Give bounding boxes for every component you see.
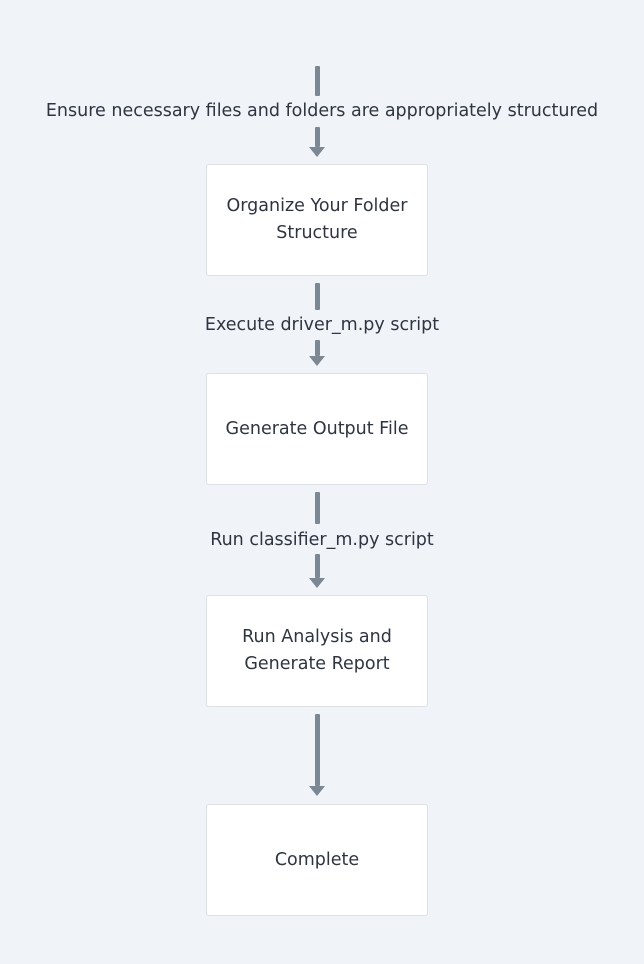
arrowhead-organize-to-output — [309, 356, 325, 366]
node-generate-output-file: Generate Output File — [206, 373, 428, 485]
entry-arrowhead — [309, 147, 325, 157]
arrow-organize-to-output-upper — [315, 283, 320, 310]
node-label: Run Analysis and Generate Report — [242, 627, 392, 674]
edge-label-ensure-structure: Ensure necessary files and folders are a… — [45, 101, 599, 121]
arrowhead-output-to-analysis — [309, 578, 325, 588]
entry-arrow-upper — [315, 66, 320, 96]
node-label: Complete — [274, 849, 360, 870]
edge-label-run-classifier: Run classifier_m.py script — [210, 530, 434, 550]
edge-label-execute-driver: Execute driver_m.py script — [204, 315, 440, 335]
arrow-analysis-to-complete — [315, 714, 320, 786]
arrowhead-analysis-to-complete — [309, 786, 325, 796]
node-label: Generate Output File — [225, 418, 409, 439]
node-complete: Complete — [206, 804, 428, 916]
node-organize-folder-structure: Organize Your Folder Structure — [206, 164, 428, 276]
arrow-output-to-analysis-lower — [315, 554, 320, 578]
arrow-output-to-analysis-upper — [315, 492, 320, 524]
node-label: Organize Your Folder Structure — [226, 196, 408, 243]
arrow-organize-to-output-lower — [315, 340, 320, 356]
entry-arrow-lower — [315, 127, 320, 147]
node-run-analysis-generate-report: Run Analysis and Generate Report — [206, 595, 428, 707]
